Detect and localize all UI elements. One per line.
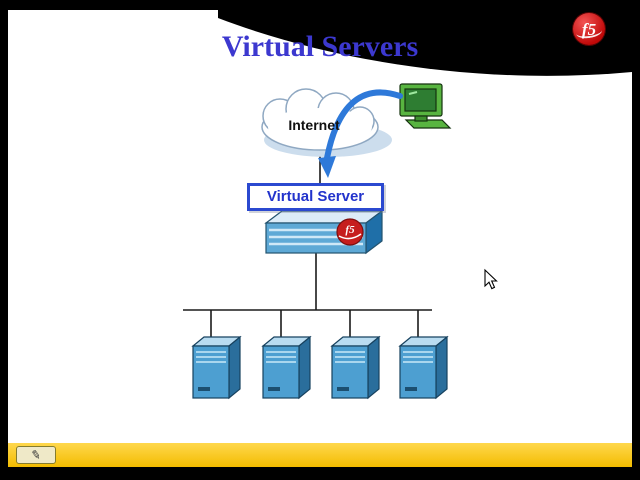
internet-label: Internet — [288, 117, 340, 133]
appliance-f5-label: f5 — [345, 224, 355, 236]
diagram-canvas — [183, 83, 498, 399]
client-computer-icon — [399, 83, 452, 129]
internet-cloud-icon — [261, 88, 392, 157]
mouse-cursor-icon — [484, 268, 498, 290]
request-arrow-icon — [318, 89, 403, 178]
server-tower-icon — [262, 336, 311, 399]
server-tower-icon — [399, 336, 448, 399]
f5-logo-text: f5 — [581, 19, 597, 39]
slide-title: Virtual Servers — [221, 30, 419, 63]
pen-icon: ✎ — [29, 447, 43, 463]
top-black-swoosh — [218, 10, 632, 76]
server-tower-icon — [331, 336, 380, 399]
virtual-server-box: Virtual Server — [247, 183, 384, 211]
bottom-toolbar: ✎ — [8, 443, 632, 467]
f5-logo-icon: f5 — [573, 13, 605, 45]
presentation-slide[interactable]: Virtual Servers — [8, 10, 632, 443]
server-tower-icon — [192, 336, 241, 399]
annotation-pen-button[interactable]: ✎ — [16, 446, 56, 464]
bigip-appliance-icon — [264, 209, 384, 255]
